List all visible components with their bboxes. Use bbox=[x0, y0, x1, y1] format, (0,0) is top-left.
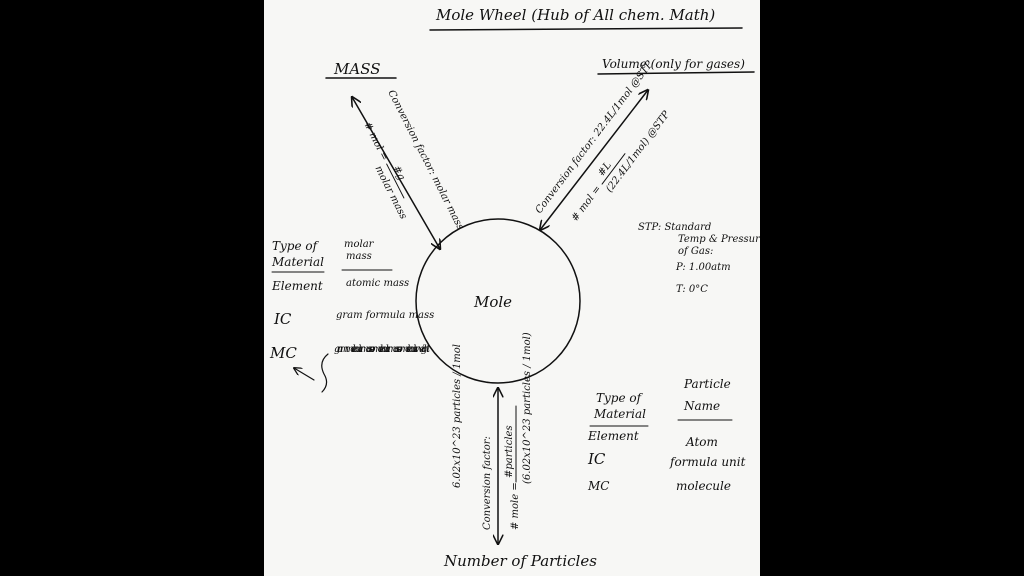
svg-text:of Gas:: of Gas: bbox=[678, 246, 713, 257]
mole-wheel-diagram: Mole Wheel (Hub of All chem. Math) MASS … bbox=[269, 6, 760, 570]
volume-node-label: Volume (only for gases) bbox=[602, 57, 745, 71]
svg-text:gram molecular mass or molecul: gram molecular mass or molecular mass or… bbox=[334, 344, 431, 355]
svg-text:P: 1.00atm: P: 1.00atm bbox=[675, 262, 731, 273]
svg-text:(22.4L/1mol) @STP: (22.4L/1mol) @STP bbox=[604, 109, 672, 195]
svg-text:mass: mass bbox=[346, 251, 372, 262]
svg-text:Particle: Particle bbox=[683, 377, 731, 391]
particles-formula: # mole = #particles (6.02x10^23 particle… bbox=[504, 332, 533, 530]
svg-text:IC: IC bbox=[587, 450, 606, 468]
diagram-title: Mole Wheel (Hub of All chem. Math) bbox=[435, 6, 715, 24]
svg-text:#L: #L bbox=[596, 160, 614, 179]
particles-factor-label: Conversion factor: bbox=[482, 436, 493, 530]
svg-text:Name: Name bbox=[683, 399, 720, 413]
svg-text:STP: Standard: STP: Standard bbox=[638, 222, 711, 233]
svg-text:gram formula mass: gram formula mass bbox=[336, 310, 434, 321]
svg-text:Type of: Type of bbox=[272, 239, 320, 253]
paper-sheet: Mole Wheel (Hub of All chem. Math) MASS … bbox=[264, 0, 760, 576]
svg-text:Atom: Atom bbox=[685, 435, 718, 449]
svg-text:molecule: molecule bbox=[676, 479, 731, 493]
mass-material-table: Type of Material molar mass Element atom… bbox=[269, 239, 434, 393]
svg-text:Temp & Pressure: Temp & Pressure bbox=[678, 234, 760, 245]
svg-text:MC: MC bbox=[587, 479, 609, 493]
svg-text:molar: molar bbox=[344, 239, 375, 250]
mole-hub-circle bbox=[415, 218, 581, 384]
particle-material-table: Type of Material Particle Name Element A… bbox=[587, 377, 746, 493]
svg-text:atomic mass: atomic mass bbox=[346, 278, 409, 289]
svg-text:(6.02x10^23 particles / 1mol): (6.02x10^23 particles / 1mol) bbox=[522, 332, 533, 484]
stp-note: STP: Standard Temp & Pressure of Gas: P:… bbox=[638, 222, 760, 295]
particles-factor-left: 6.02x10^23 particles / 1mol bbox=[452, 344, 463, 488]
svg-text:#g: #g bbox=[390, 164, 407, 182]
svg-text:Element: Element bbox=[587, 429, 639, 443]
svg-text:MC: MC bbox=[269, 344, 297, 362]
volume-arrow bbox=[540, 90, 648, 230]
svg-text:# mol =: # mol = bbox=[570, 184, 604, 224]
svg-text:T: 0°C: T: 0°C bbox=[676, 284, 708, 295]
particles-node-label: Number of Particles bbox=[443, 552, 597, 570]
svg-text:formula unit: formula unit bbox=[669, 455, 746, 469]
svg-text:Material: Material bbox=[593, 407, 646, 421]
volume-formula: # mol = #L (22.4L/1mol) @STP bbox=[570, 109, 673, 224]
svg-text:Material: Material bbox=[271, 255, 324, 269]
svg-text:# mol =: # mol = bbox=[361, 120, 390, 162]
mass-arrow bbox=[352, 97, 440, 249]
svg-text:#particles: #particles bbox=[504, 425, 515, 478]
svg-text:Element: Element bbox=[271, 279, 323, 293]
svg-text:IC: IC bbox=[273, 310, 292, 328]
title-underline bbox=[429, 27, 743, 31]
volume-underline bbox=[597, 71, 755, 75]
mass-node-label: MASS bbox=[333, 60, 380, 78]
svg-text:# mole =: # mole = bbox=[510, 482, 521, 530]
mole-hub-label: Mole bbox=[473, 293, 512, 311]
svg-text:Type of: Type of bbox=[596, 391, 644, 405]
